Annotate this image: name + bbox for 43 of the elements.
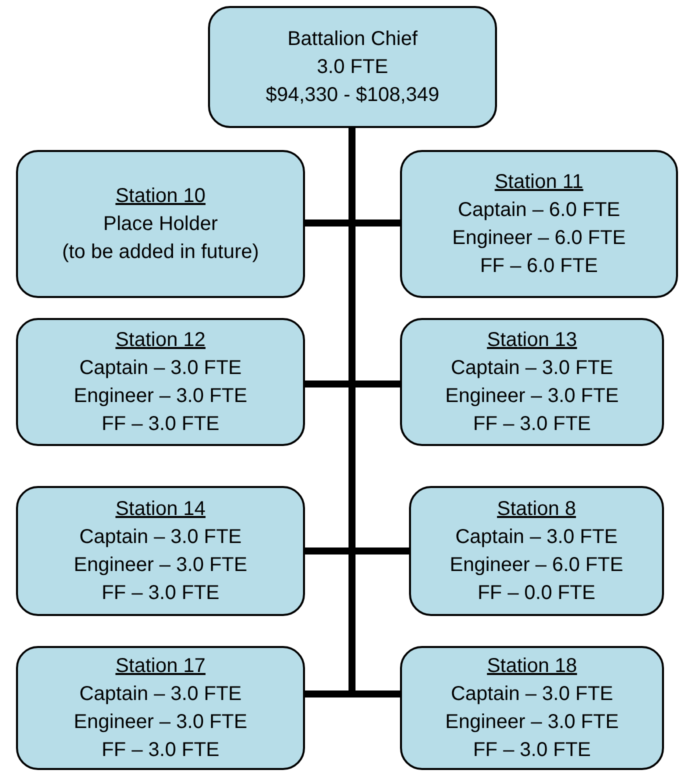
staff-text: FF – 3.0 FTE <box>473 738 591 763</box>
staff-text: (to be added in future) <box>62 240 259 265</box>
station-heading: Station 12 <box>115 328 206 353</box>
staff-text: Engineer – 3.0 FTE <box>445 384 619 409</box>
staff-text: $94,330 - $108,349 <box>266 83 440 108</box>
staff-text: Captain – 3.0 FTE <box>450 682 614 707</box>
staff-text: Engineer – 3.0 FTE <box>445 710 619 735</box>
station-heading: Station 18 <box>486 654 578 679</box>
chief-box <box>208 6 497 128</box>
station-box <box>16 318 305 446</box>
staff-text: 3.0 FTE <box>316 55 388 80</box>
station-heading: Station 14 <box>115 497 206 522</box>
station-heading: Station 17 <box>115 654 206 679</box>
staff-text: Captain – 3.0 FTE <box>79 682 242 707</box>
staff-text: Captain – 3.0 FTE <box>79 525 242 550</box>
station-heading: Station 11 <box>494 170 584 195</box>
station-box <box>400 318 664 446</box>
staff-text: FF – 3.0 FTE <box>102 738 220 763</box>
station-box <box>16 150 305 298</box>
station-box <box>400 150 678 298</box>
staff-text: FF – 3.0 FTE <box>102 412 220 437</box>
staff-text: FF – 0.0 FTE <box>478 581 596 606</box>
staff-text: FF – 3.0 FTE <box>473 412 591 437</box>
staff-text: Place Holder <box>103 212 218 237</box>
staff-text: Battalion Chief <box>287 27 418 52</box>
staff-text: FF – 6.0 FTE <box>480 254 598 279</box>
staff-text: Engineer – 3.0 FTE <box>74 553 248 578</box>
staff-text: Engineer – 3.0 FTE <box>74 384 248 409</box>
staff-text: Captain – 6.0 FTE <box>458 198 620 223</box>
station-box <box>400 646 664 770</box>
station-heading: Station 10 <box>115 184 206 209</box>
station-box <box>16 646 305 770</box>
station-heading: Station 8 <box>497 497 576 522</box>
staff-text: Captain – 3.0 FTE <box>79 356 242 381</box>
staff-text: FF – 3.0 FTE <box>102 581 220 606</box>
staff-text: Captain – 3.0 FTE <box>450 356 614 381</box>
staff-text: Engineer – 3.0 FTE <box>74 710 248 735</box>
station-heading: Station 13 <box>486 328 578 353</box>
staff-text: Captain – 3.0 FTE <box>455 525 618 550</box>
station-box <box>409 486 664 616</box>
station-box <box>16 486 305 616</box>
staff-text: Engineer – 6.0 FTE <box>450 553 624 578</box>
staff-text: Engineer – 6.0 FTE <box>452 226 626 251</box>
